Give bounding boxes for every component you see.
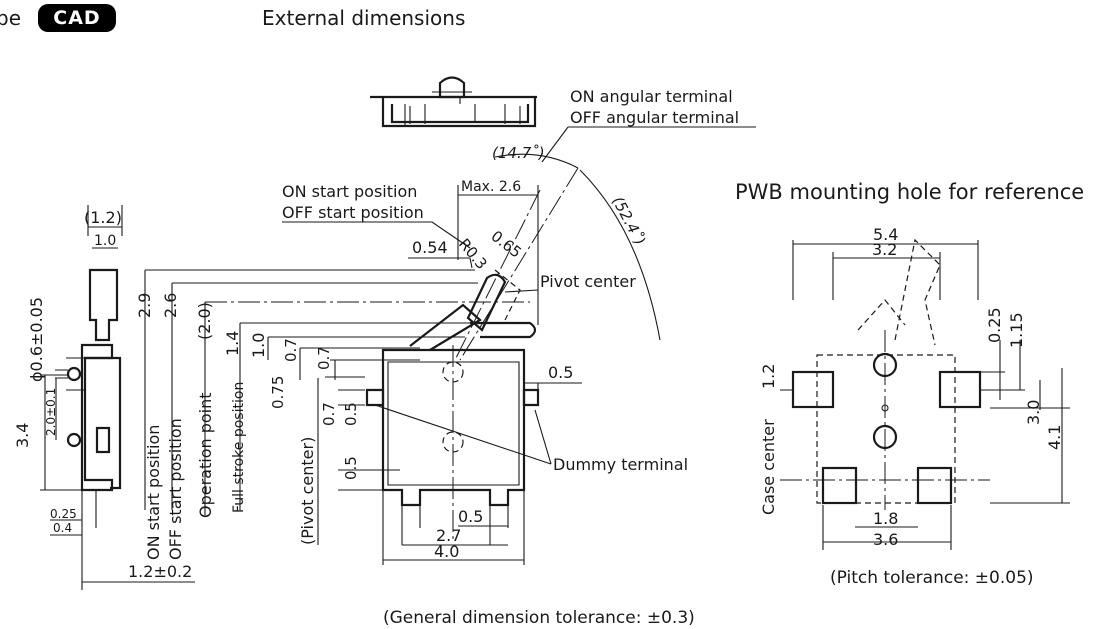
d26-label: 2.6	[161, 293, 180, 318]
lever	[409, 167, 579, 361]
pitch-tolerance-note: (Pitch tolerance: ±0.05)	[830, 568, 1034, 588]
p41-label: 4.1	[1045, 425, 1064, 450]
d025-label: 0.25	[50, 507, 77, 521]
on-start-position-label: ON start position	[282, 182, 417, 201]
front-view	[365, 345, 540, 545]
pwb-mounting-title: PWB mounting hole for reference	[735, 180, 1085, 204]
d07b-top-label: 0.7	[315, 346, 333, 370]
dummy-terminal-label: Dummy terminal	[553, 455, 688, 474]
max-dimension-label: Max. 2.6	[461, 179, 521, 195]
p32-label: 3.2	[872, 240, 897, 259]
d05-right-label: 0.5	[548, 363, 573, 382]
d054-label: 0.54	[412, 238, 448, 257]
off-start-position-label: OFF start position	[282, 203, 424, 222]
side-view: (1.2) 1.0	[40, 205, 123, 590]
d10-label: 1.0	[94, 233, 116, 249]
cad-badge[interactable]: CAD	[38, 4, 116, 32]
angle-14-7-label: (14.7˚)	[492, 144, 545, 162]
d20p-label: (2.0)	[195, 302, 214, 340]
top-view	[370, 76, 537, 128]
d05b-label: 0.5	[342, 456, 360, 480]
v-off-start-label: OFF start position	[166, 418, 185, 560]
pwb-view	[780, 238, 1070, 550]
d05a-label: 0.5	[342, 402, 360, 426]
phi-label: ϕ0.6±0.05	[27, 297, 46, 382]
on-angular-terminal-label: ON angular terminal	[570, 87, 733, 106]
v-pivot-label: (Pivot center)	[298, 437, 317, 545]
external-dimensions-title: External dimensions	[262, 6, 466, 30]
d20tol-label: 2.0±0.1	[44, 388, 58, 436]
v-on-start-label: ON start position	[144, 425, 163, 560]
d40-label: 4.0	[434, 542, 459, 561]
d07-label: 0.7	[282, 338, 300, 362]
d34-label: 3.4	[13, 423, 32, 448]
product-type-label: pe	[0, 6, 21, 30]
v-full-stroke-label: Full stroke position	[231, 382, 247, 513]
d075-label: 0.75	[269, 376, 287, 409]
d04-label: 0.4	[53, 521, 72, 535]
d29-label: 2.9	[135, 293, 154, 318]
d07b-label: 0.7	[320, 402, 338, 426]
off-angular-terminal-label: OFF angular terminal	[570, 108, 739, 127]
d12p-label: (1.2)	[84, 208, 122, 227]
case-center-label: Case center	[759, 419, 778, 515]
general-tolerance-note: (General dimension tolerance: ±0.3)	[383, 608, 695, 628]
p54-label: 5.4	[873, 225, 898, 244]
p30-label: 3.0	[1024, 400, 1043, 425]
d10b-label: 1.0	[249, 333, 268, 358]
pivot-center-label: Pivot center	[540, 272, 636, 291]
d27-label: 2.7	[436, 526, 461, 545]
d14-label: 1.4	[223, 331, 242, 356]
d12tol-label: 1.2±0.2	[128, 562, 192, 581]
p18-label: 1.8	[873, 509, 898, 528]
r03-label: R0.3	[455, 235, 491, 273]
p115-label: 1.15	[1007, 312, 1026, 348]
p025-label: 0.25	[985, 307, 1004, 343]
p36-label: 3.6	[873, 530, 898, 549]
d05-bottom-label: 0.5	[458, 507, 483, 526]
v-operation-label: Operation point	[196, 392, 215, 518]
p12-label: 1.2	[759, 364, 778, 389]
